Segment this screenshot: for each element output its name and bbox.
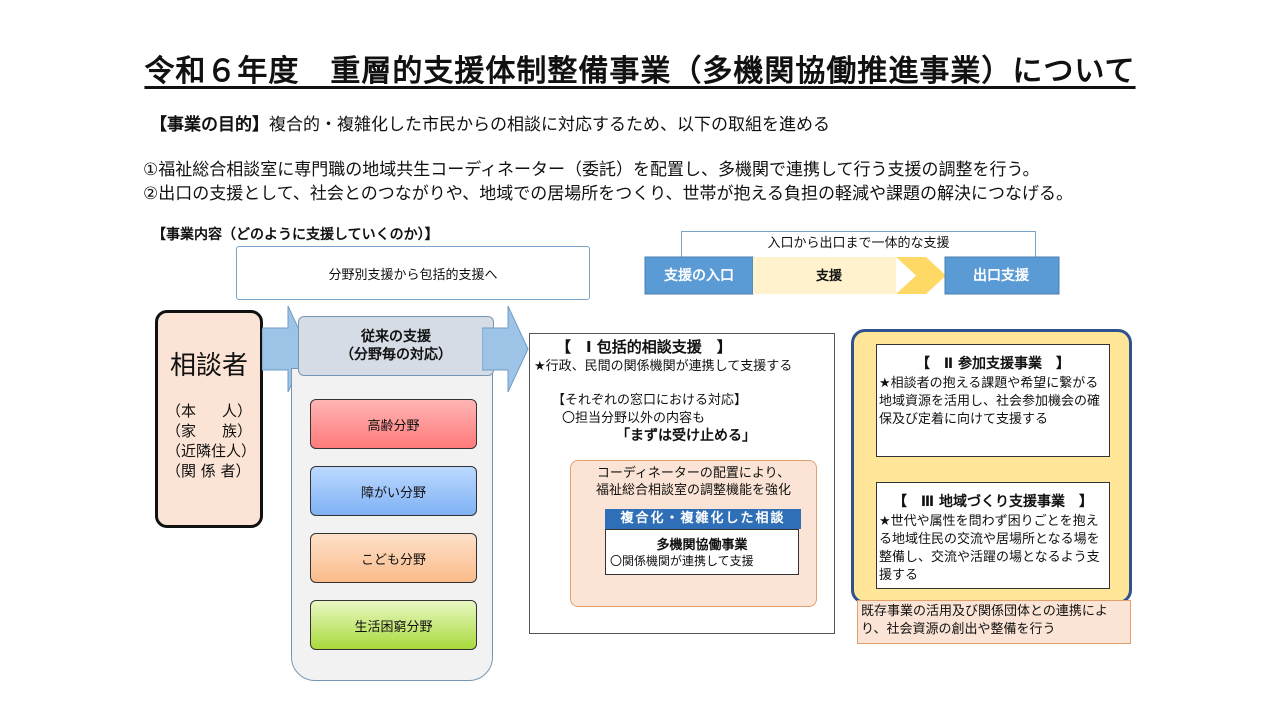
field-elderly: 高齢分野 [310, 399, 477, 449]
page-title: 令和６年度 重層的支援体制整備事業（多機関協働推進事業）について [144, 54, 1136, 89]
participation-support-box: 【 Ⅱ 参加支援事業 】 ★相談者の抱える課題や希望に繋がる地域資源を活用し、社… [876, 344, 1110, 457]
existing-projects-note: 既存事業の活用及び関係団体との連携により、社会資源の創出や整備を行う [857, 600, 1131, 644]
comprehensive-sub-heading: 【それぞれの窓口における対応】 [552, 393, 748, 408]
purpose-label: 【事業の目的】 [150, 115, 269, 135]
shift-text: 分野別支援から包括的支援へ [328, 267, 498, 283]
flow-chevron-shape [896, 257, 946, 294]
flow-step-exit: 出口支援 [973, 267, 1030, 284]
purpose-text: 複合的・複雑化した市民からの相談に対応するため、以下の取組を進める [269, 115, 830, 135]
coordinator-line-2: 福祉総合相談室の調整機能を強化 [595, 483, 791, 498]
comprehensive-title: 【 Ⅰ 包括的相談支援 】 [556, 338, 732, 356]
coordinator-line-1: コーディネーターの配置により、 [596, 466, 791, 481]
consultant-title: 相談者 [169, 351, 248, 381]
field-children: こども分野 [310, 533, 477, 583]
traditional-subtitle: （分野毎の対応） [340, 347, 452, 363]
field-disability: 障がい分野 [310, 466, 477, 516]
purpose-statement: 【事業の目的】複合的・複雑化した市民からの相談に対応するため、以下の取組を進める [150, 110, 830, 135]
content-heading: 【事業内容（どのように支援していくのか）】 [152, 227, 439, 243]
role-row: （本人） [166, 402, 252, 420]
participation-title: 【 Ⅱ 参加支援事業 】 [915, 356, 1071, 372]
community-support-box: 【 Ⅲ 地域づくり支援事業 】 ★世代や属性を問わず困りごとを抱える地域住民の交… [876, 482, 1110, 589]
flow-support-shape [753, 257, 896, 294]
consultant-roles: （本人） （家族） （近隣住人） （関 係 者） [166, 401, 257, 481]
comprehensive-emphasis: 「まずは受け止める」 [616, 428, 756, 444]
multi-agency-title: 多機関協働事業 [656, 538, 748, 553]
flow-entry-shape [644, 256, 754, 295]
goal-2: ②出口の支援として、社会とのつながりや、地域での居場所をつくり、世帯が抱える負担… [143, 184, 1074, 204]
coordinator-text: コーディネーターの配置により、 福祉総合相談室の調整機能を強化 [571, 465, 816, 499]
role-row: （近隣住人） [166, 442, 257, 460]
comprehensive-desc: ★行政、民間の関係機関が連携して支援する [534, 359, 793, 374]
multi-agency-box: 多機関協働事業 〇関係機関が連携して支援 [605, 529, 799, 575]
arrow-right-icon [482, 306, 529, 392]
participation-desc: ★相談者の抱える課題や希望に繋がる地域資源を活用し、社会参加機会の確保及び定着に… [879, 376, 1101, 427]
multi-agency-desc: 〇関係機関が連携して支援 [610, 554, 754, 568]
role-row: （関 係 者） [166, 462, 251, 480]
traditional-title: 従来の支援 [361, 329, 431, 345]
goal-1: ①福祉総合相談室に専門職の地域共生コーディネーター（委託）を配置し、多機関で連携… [143, 160, 1040, 180]
flow-step-support: 支援 [815, 268, 843, 284]
shift-box: 分野別支援から包括的支援へ [236, 246, 590, 300]
community-title: 【 Ⅲ 地域づくり支援事業 】 [892, 494, 1094, 510]
flow-caption: 入口から出口まで一体的な支援 [681, 231, 1036, 257]
support-flow: 支援の入口 支援 出口支援 [644, 256, 1060, 295]
community-desc: ★世代や属性を問わず困りごとを抱える地域住民の交流や居場所となる場を整備し、交流… [879, 514, 1100, 583]
traditional-header: 従来の支援 （分野毎の対応） [298, 316, 494, 376]
flow-step-entry: 支援の入口 [663, 267, 734, 284]
flow-exit-shape [944, 256, 1060, 295]
consultant-box: 相談者 （本人） （家族） （近隣住人） （関 係 者） [155, 310, 263, 528]
complex-consultation-label: 複合化・複雑化した相談 [605, 509, 801, 529]
comprehensive-sub-text: 〇担当分野以外の内容も [562, 411, 706, 426]
role-row: （家族） [166, 422, 252, 440]
field-poverty: 生活困窮分野 [310, 600, 477, 650]
